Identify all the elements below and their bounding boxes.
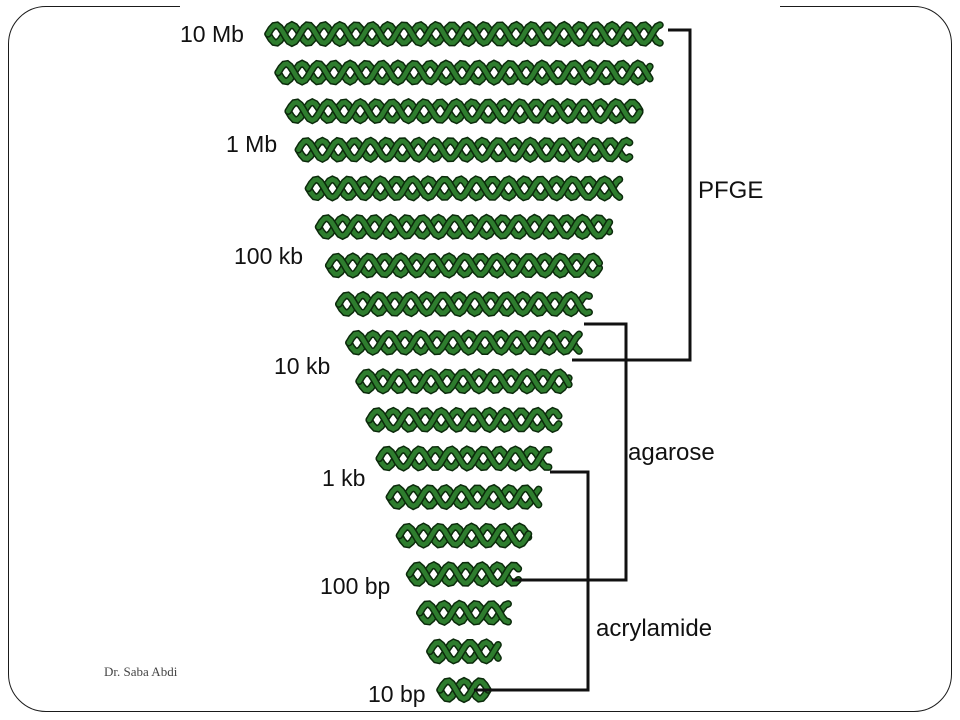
size-label-10mb: 10 Mb: [180, 21, 244, 47]
helix-strand: [306, 176, 622, 200]
size-label-1kb: 1 kb: [322, 465, 365, 491]
bracket-agarose: [512, 322, 628, 582]
method-label-pfge: PFGE: [698, 177, 763, 204]
helix-strand: [346, 331, 582, 355]
helix-strand: [296, 138, 632, 162]
dna-helix-row: [365, 406, 563, 434]
helix-strand: [387, 485, 541, 509]
helix-strand: [285, 99, 643, 123]
bracket-pfge: [572, 28, 692, 362]
helix-strand: [427, 640, 501, 663]
method-label-agarose: agarose: [628, 439, 715, 466]
helix-strand: [377, 446, 551, 471]
dna-helix-row: [335, 290, 593, 318]
helix-strand: [275, 61, 653, 85]
dna-helix-row: [385, 483, 543, 511]
size-label-10kb: 10 kb: [274, 353, 330, 379]
method-labels: PFGE agarose acrylamide: [596, 177, 763, 642]
helix-strand: [316, 215, 612, 239]
dna-helix-row: [405, 560, 523, 588]
bracket-acrylamide: [474, 470, 590, 692]
dna-helix-row: [284, 97, 644, 125]
helix-strand: [356, 369, 572, 393]
footer-author: Dr. Saba Abdi: [104, 664, 178, 679]
dna-helix-row: [375, 445, 553, 472]
dna-helix-row: [274, 59, 654, 86]
range-brackets: [474, 28, 692, 692]
dna-helix-row: [395, 522, 533, 549]
helix-strand: [407, 562, 521, 586]
dna-helix-row: [324, 252, 604, 279]
helix-strand: [306, 176, 622, 200]
helix-strand: [265, 22, 663, 46]
helix-strand: [397, 524, 531, 548]
helix-strand: [366, 408, 562, 432]
size-label-1mb: 1 Mb: [226, 131, 277, 157]
dna-helix-row: [304, 175, 624, 202]
helix-strand: [296, 138, 632, 162]
helix-strand: [437, 678, 491, 702]
dna-helix-row: [264, 20, 664, 48]
helix-strand: [377, 446, 551, 471]
dna-helix-row: [426, 638, 502, 665]
dna-helix-funnel: [264, 20, 664, 704]
size-labels: 10 Mb 1 Mb 100 kb 10 kb 1 kb 100 bp 10 b…: [180, 21, 426, 707]
dna-helix-row: [355, 368, 573, 395]
helix-strand: [336, 292, 592, 316]
helix-strand: [387, 485, 541, 509]
helix-strand: [326, 253, 602, 278]
dna-helix-row: [345, 329, 583, 356]
helix-strand: [437, 678, 491, 702]
size-label-10bp: 10 bp: [368, 681, 426, 707]
dna-helix-row: [416, 599, 512, 626]
size-label-100bp: 100 bp: [320, 573, 390, 599]
dna-helix-row: [314, 213, 614, 241]
helix-strand: [417, 601, 511, 625]
dna-helix-row: [294, 136, 634, 164]
size-label-100kb: 100 kb: [234, 243, 303, 269]
dna-helix-row: [436, 676, 492, 704]
method-label-acrylamide: acrylamide: [596, 615, 712, 642]
